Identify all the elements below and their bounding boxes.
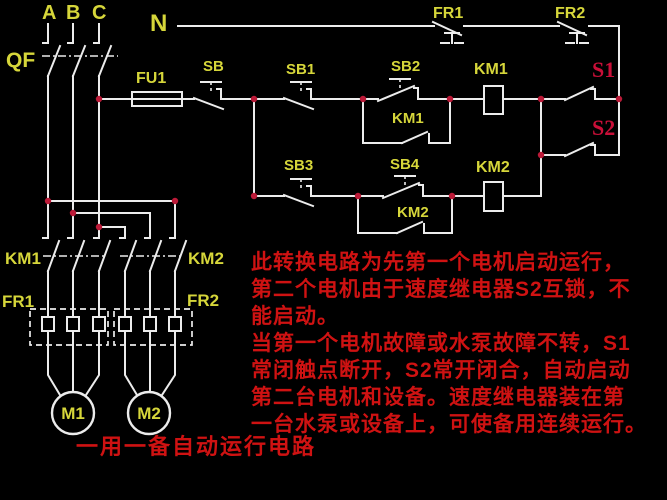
stop-button-label: SB xyxy=(203,58,224,75)
annotation-line: 第二个电机由于速度继电器S2互锁，不 xyxy=(251,278,631,301)
phase-label-b: B xyxy=(66,2,81,24)
branch-a xyxy=(47,200,176,239)
km1-aux-branch xyxy=(362,98,451,145)
fr1-heater-2 xyxy=(66,316,80,332)
fr1-element-label: FR1 xyxy=(2,292,35,311)
km2-coil-body xyxy=(483,181,504,212)
fr2-nc-contact xyxy=(556,20,589,44)
s1-contact xyxy=(563,85,596,102)
fr2-contact-label: FR2 xyxy=(555,5,586,22)
phase-a-line xyxy=(42,23,62,239)
km1-aux-label: KM1 xyxy=(392,110,424,127)
branch-b xyxy=(72,212,151,239)
sb3-label: SB3 xyxy=(284,157,314,174)
motor2-circle xyxy=(126,390,172,436)
neutral-label: N xyxy=(150,10,168,37)
speed-relay-s2-label: S2 xyxy=(592,115,616,140)
fr2-heater-1 xyxy=(118,316,132,332)
motor1-label: M1 xyxy=(61,404,85,423)
phase-c-line xyxy=(93,23,113,239)
annotation-line: 能启动。 xyxy=(251,305,339,328)
fr2-heater-3 xyxy=(168,316,182,332)
sb1-nc-contact xyxy=(282,81,315,111)
branch-c xyxy=(98,226,126,239)
phase-label-a: A xyxy=(42,2,57,24)
sb4-no-contact xyxy=(381,175,424,200)
fr2-heater-2 xyxy=(143,316,157,332)
sb3-nc-contact xyxy=(282,178,315,208)
km1-coil-label: KM1 xyxy=(474,61,508,78)
fr1-contact-label: FR1 xyxy=(433,5,464,22)
fr1-heater-3 xyxy=(92,316,106,332)
sb1-label: SB1 xyxy=(286,61,316,78)
km1-main-label: KM1 xyxy=(5,249,41,268)
km2-main-contacts xyxy=(119,237,188,318)
fuse-body xyxy=(131,91,183,107)
fr2-element-label: FR2 xyxy=(187,291,220,310)
junction-dots xyxy=(44,95,623,231)
annotation-line: 当第一个电机故障或水泵故障不转，S1 xyxy=(251,332,631,355)
motor1-circle xyxy=(50,390,96,436)
annotation-line: 常闭触点断开，S2常开闭合，自动启动 xyxy=(251,359,631,382)
fr2-element-box xyxy=(113,308,193,346)
speed-relay-s1-label: S1 xyxy=(592,57,616,82)
annotation-line: 此转换电路为先第一个电机启动运行， xyxy=(251,251,625,274)
fr1-heater-1 xyxy=(41,316,55,332)
motor1-leads xyxy=(47,330,100,397)
fuse-label: FU1 xyxy=(136,70,167,87)
km2-aux-branch xyxy=(357,195,453,235)
annotation-line: 一台水泵或设备上，可使备用连续运行。 xyxy=(251,413,647,436)
motor2-leads xyxy=(124,330,176,397)
breaker-label: QF xyxy=(6,49,36,72)
sb2-no-contact xyxy=(376,78,419,103)
fr1-element-box xyxy=(29,308,109,346)
diagram-caption: 一用一备自动运行电路 xyxy=(76,434,317,459)
km1-main-contacts xyxy=(42,237,112,318)
sb4-label: SB4 xyxy=(390,156,420,173)
fr1-nc-contact xyxy=(431,20,464,44)
km2-aux-label: KM2 xyxy=(397,204,429,221)
s-vertical xyxy=(502,98,542,197)
sb-nc-contact xyxy=(192,81,225,111)
km2-main-label: KM2 xyxy=(188,249,224,268)
s2-contact xyxy=(563,141,596,158)
annotation-line: 第二台电机和设备。速度继电器装在第 xyxy=(251,386,625,409)
km2-coil-label: KM2 xyxy=(476,159,510,176)
motor2-label: M2 xyxy=(137,404,161,423)
phase-label-c: C xyxy=(92,2,107,24)
annotation-text: 此转换电路为先第一个电机启动运行， 第二个电机由于速度继电器S2互锁，不 能启动… xyxy=(251,249,647,438)
km1-coil-body xyxy=(483,85,504,115)
phase-b-line xyxy=(67,23,87,239)
sb2-label: SB2 xyxy=(391,58,421,75)
